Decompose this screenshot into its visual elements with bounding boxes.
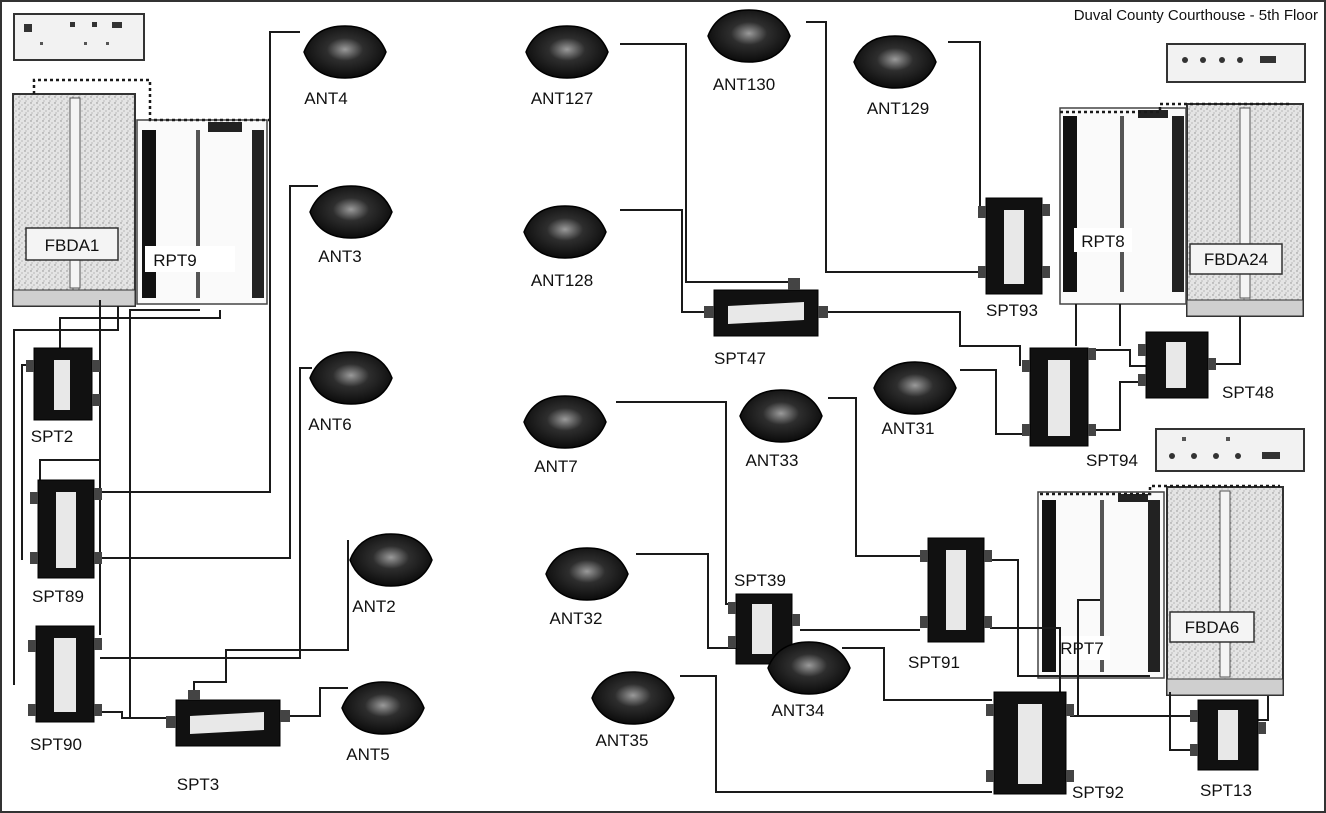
- splitter-label: SPT39: [734, 571, 786, 590]
- amplifier-label: FBDA6: [1185, 618, 1240, 637]
- antenna-label: ANT33: [746, 451, 799, 470]
- splitter-spt2: SPT2: [26, 347, 100, 446]
- antenna-label: ANT6: [308, 415, 351, 434]
- antenna-label: ANT3: [318, 247, 361, 266]
- diagram-title: Duval County Courthouse - 5th Floor: [1074, 7, 1318, 24]
- antenna-label: ANT127: [531, 89, 593, 108]
- antenna-label: ANT129: [867, 99, 929, 118]
- antenna-ant129: ANT129: [853, 35, 937, 118]
- repeater-rpt9: RPT9: [136, 119, 268, 305]
- antenna-ant3: ANT3: [309, 185, 393, 266]
- antenna-label: ANT4: [304, 89, 347, 108]
- splitter-spt13: SPT13: [1190, 699, 1266, 800]
- splitter-spt92: SPT92: [986, 691, 1124, 802]
- antenna-ant32: ANT32: [545, 547, 629, 628]
- antenna-ant5: ANT5: [341, 681, 425, 764]
- antenna-ant127: ANT127: [525, 25, 609, 108]
- antenna-ant31: ANT31: [873, 361, 957, 438]
- amplifier-fbda6: FBDA6: [1166, 486, 1284, 696]
- antenna-ant128: ANT128: [523, 205, 607, 290]
- repeater-label: RPT9: [153, 251, 196, 270]
- antenna-ant2: ANT2: [349, 533, 433, 616]
- amplifier-fbda24: FBDA24: [1186, 103, 1304, 317]
- amplifier-label: FBDA1: [45, 236, 100, 255]
- antenna-label: ANT2: [352, 597, 395, 616]
- control-panel-1: [13, 13, 145, 61]
- splitter-spt47: SPT47: [704, 278, 828, 368]
- splitter-label: SPT13: [1200, 781, 1252, 800]
- splitter-spt91: SPT91: [908, 537, 992, 672]
- cable-lines: [13, 21, 1269, 793]
- control-panel-3: [1155, 428, 1305, 472]
- antenna-label: ANT32: [550, 609, 603, 628]
- splitter-label: SPT48: [1222, 383, 1274, 402]
- control-panel-2: [1166, 43, 1306, 83]
- splitter-spt3: SPT3: [166, 690, 290, 794]
- antenna-ant130: ANT130: [707, 9, 791, 94]
- antenna-label: ANT5: [346, 745, 389, 764]
- antenna-label: ANT35: [596, 731, 649, 750]
- splitter-label: SPT91: [908, 653, 960, 672]
- splitter-spt94: SPT94: [1022, 347, 1138, 470]
- splitter-label: SPT2: [31, 427, 74, 446]
- splitter-spt93: SPT93: [978, 197, 1050, 320]
- repeater-rpt8: RPT8: [1059, 107, 1187, 305]
- dotted-links: [32, 78, 1290, 496]
- splitter-spt48: SPT48: [1138, 331, 1274, 402]
- splitter-label: SPT94: [1086, 451, 1138, 470]
- antenna-ant34: ANT34: [767, 641, 851, 720]
- antenna-label: ANT128: [531, 271, 593, 290]
- splitter-label: SPT90: [30, 735, 82, 754]
- splitter-spt89: SPT89: [30, 479, 102, 606]
- antenna-label: ANT34: [772, 701, 825, 720]
- splitter-spt90: SPT90: [28, 625, 102, 754]
- antenna-label: ANT7: [534, 457, 577, 476]
- antenna-ant33: ANT33: [739, 389, 823, 470]
- repeater-label: RPT7: [1060, 639, 1103, 658]
- antenna-label: ANT130: [713, 75, 775, 94]
- antenna-ant4: ANT4: [303, 25, 387, 108]
- antenna-label: ANT31: [882, 419, 935, 438]
- antenna-ant6: ANT6: [308, 351, 393, 434]
- splitter-label: SPT92: [1072, 783, 1124, 802]
- amplifier-label: FBDA24: [1204, 250, 1268, 269]
- splitter-label: SPT47: [714, 349, 766, 368]
- antenna-ant7: ANT7: [523, 395, 607, 476]
- splitter-label: SPT93: [986, 301, 1038, 320]
- amplifier-fbda1: FBDA1: [12, 93, 136, 307]
- repeater-label: RPT8: [1081, 232, 1124, 251]
- repeater-rpt7: RPT7: [1037, 491, 1165, 679]
- antenna-ant35: ANT35: [591, 671, 675, 750]
- splitter-label: SPT89: [32, 587, 84, 606]
- splitter-label: SPT3: [177, 775, 220, 794]
